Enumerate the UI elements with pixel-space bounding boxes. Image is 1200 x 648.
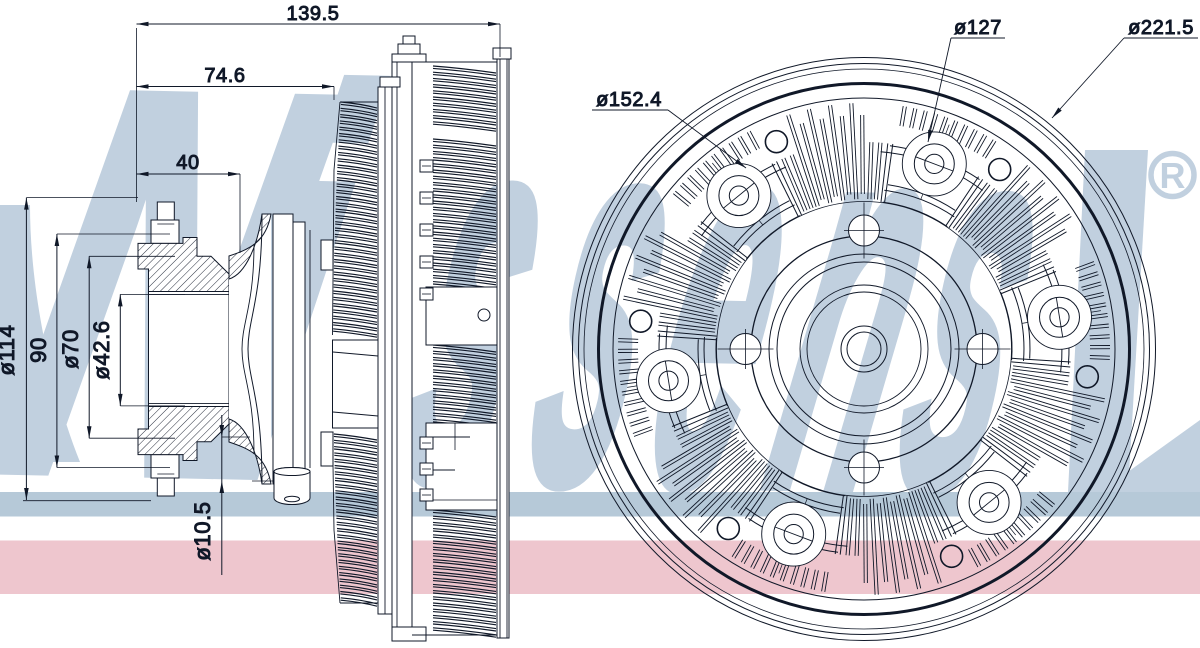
svg-text:ø152.4: ø152.4 bbox=[596, 89, 662, 111]
svg-text:40: 40 bbox=[176, 152, 199, 174]
svg-text:ø127: ø127 bbox=[954, 17, 1002, 39]
svg-text:ø221.5: ø221.5 bbox=[1128, 17, 1194, 39]
svg-text:ø70: ø70 bbox=[58, 329, 83, 369]
svg-text:139.5: 139.5 bbox=[286, 3, 339, 25]
svg-text:74.6: 74.6 bbox=[204, 65, 245, 87]
svg-text:ø114: ø114 bbox=[0, 325, 19, 376]
svg-text:R: R bbox=[1160, 155, 1186, 196]
svg-text:90: 90 bbox=[26, 337, 51, 363]
svg-text:ø42.6: ø42.6 bbox=[89, 320, 114, 379]
svg-text:ø10.5: ø10.5 bbox=[190, 501, 215, 560]
